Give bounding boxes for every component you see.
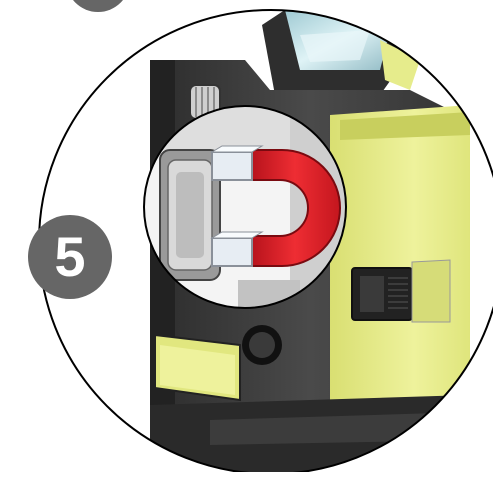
magnifier-inset-outline — [143, 105, 347, 309]
magnet-icon — [210, 145, 341, 267]
step-number-badge: 5 — [28, 215, 112, 299]
